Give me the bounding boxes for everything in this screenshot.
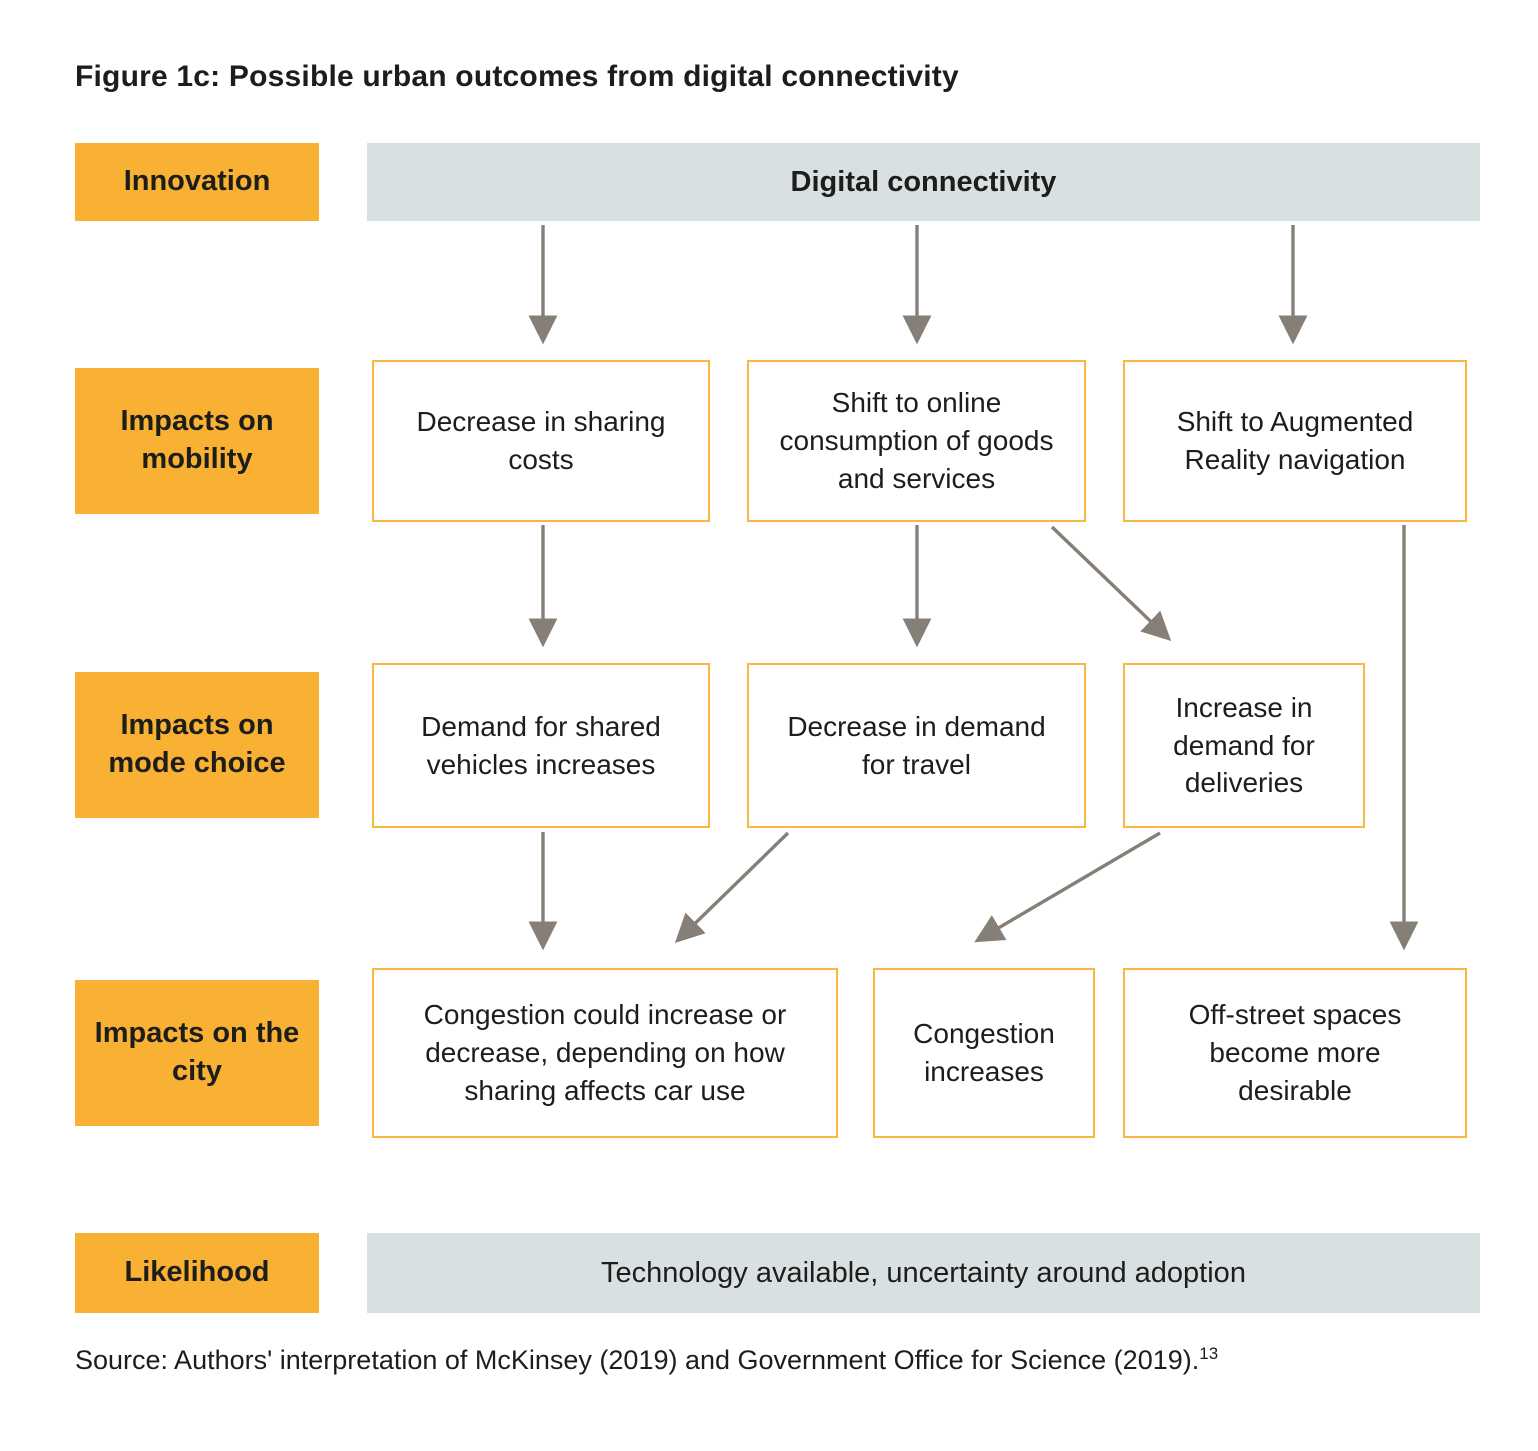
- row-label-city-text: Impacts on the city: [94, 1017, 300, 1087]
- likelihood-bar: Technology available, uncertainty around…: [367, 1233, 1480, 1313]
- box-decrease-sharing-costs: Decrease in sharing costs: [372, 360, 710, 522]
- box-shared-vehicle-demand-text: Demand for shared vehicles increases: [421, 710, 661, 780]
- box-shift-online-consumption-text: Shift to online consumption of goods and…: [779, 387, 1054, 494]
- box-increase-deliveries-demand-text: Increase in demand for deliveries: [1173, 691, 1315, 799]
- box-shift-ar-navigation-text: Shift to Augmented Reality navigation: [1176, 406, 1414, 475]
- box-shift-online-consumption: Shift to online consumption of goods and…: [747, 360, 1086, 522]
- box-decrease-travel-demand-text: Decrease in demand for travel: [787, 710, 1046, 780]
- arrow-online-to-deliveries: [1050, 525, 1172, 641]
- box-increase-deliveries-demand: Increase in demand for deliveries: [1123, 663, 1365, 828]
- row-label-likelihood: Likelihood: [75, 1233, 319, 1313]
- row-label-innovation: Innovation: [75, 143, 319, 221]
- box-off-street-spaces-text: Off-street spaces become more desirable: [1188, 999, 1402, 1106]
- row-label-city: Impacts on the city: [75, 980, 319, 1126]
- source-note: Source: Authors' interpretation of McKin…: [75, 1344, 1218, 1376]
- row-label-mobility: Impacts on mobility: [75, 368, 319, 514]
- box-shared-vehicle-demand: Demand for shared vehicles increases: [372, 663, 710, 828]
- row-label-likelihood-text: Likelihood: [124, 1256, 270, 1289]
- source-note-text: Source: Authors' interpretation of McKin…: [75, 1345, 1200, 1375]
- box-congestion-increases-text: Congestion increases: [913, 1018, 1055, 1087]
- source-footnote-number: 13: [1199, 1344, 1219, 1363]
- innovation-bar: Digital connectivity: [367, 143, 1480, 221]
- arrow-travel-demand-to-congestion-mixed: [674, 831, 790, 944]
- box-congestion-increase-or-decrease-text: Congestion could increase or decrease, d…: [423, 999, 787, 1106]
- likelihood-bar-text: Technology available, uncertainty around…: [601, 1256, 1246, 1289]
- box-decrease-sharing-costs-text: Decrease in sharing costs: [416, 406, 666, 475]
- box-congestion-increase-or-decrease: Congestion could increase or decrease, d…: [372, 968, 838, 1138]
- arrow-deliveries-to-congestion-increases: [974, 831, 1161, 943]
- row-label-mobility-text: Impacts on mobility: [120, 405, 274, 475]
- innovation-bar-text: Digital connectivity: [790, 165, 1057, 198]
- box-decrease-travel-demand: Decrease in demand for travel: [747, 663, 1086, 828]
- box-shift-ar-navigation: Shift to Augmented Reality navigation: [1123, 360, 1467, 522]
- box-congestion-increases: Congestion increases: [873, 968, 1095, 1138]
- row-label-innovation-text: Innovation: [123, 165, 271, 198]
- figure-title: Figure 1c: Possible urban outcomes from …: [75, 60, 959, 93]
- box-off-street-spaces: Off-street spaces become more desirable: [1123, 968, 1467, 1138]
- row-label-mode-choice: Impacts on mode choice: [75, 672, 319, 818]
- row-label-mode-choice-text: Impacts on mode choice: [108, 709, 286, 779]
